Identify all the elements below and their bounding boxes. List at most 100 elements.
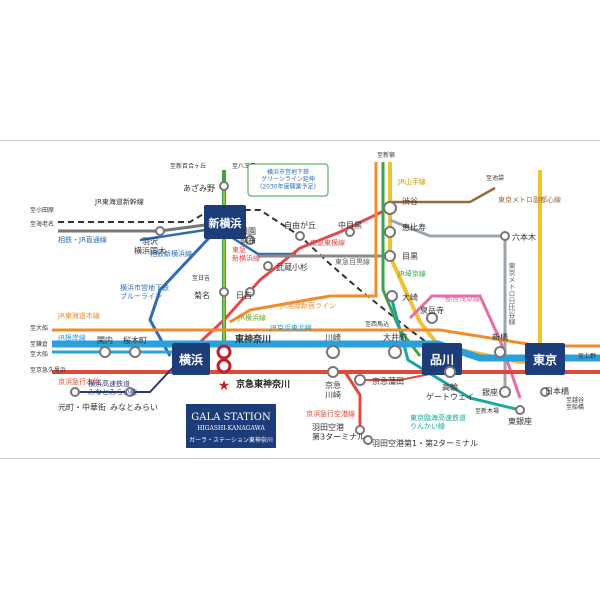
line-label-tokyu-shinyokohama: 東急新横浜線 (232, 245, 260, 262)
dot-nihombashi (540, 387, 550, 397)
label-kikuna: 菊名 (194, 290, 210, 300)
label-motomachi: 元町・中華街 (58, 402, 106, 412)
label-keikyu-kamata: 京急蒲田 (372, 376, 404, 386)
dot-sengakuji (426, 312, 438, 324)
featured-star-icon: ★ (218, 378, 231, 394)
label-haneda-t12: 羽田空港第1・第2ターミナル (372, 438, 478, 448)
line-label-tokaido-shinkansen: JR東海道新幹線 (94, 197, 144, 206)
label-haneda-t3: 羽田空港第3ターミナル (312, 422, 365, 442)
line-label-jr-shonan-shinjuku: JR湘南新宿ライン (279, 301, 336, 310)
line-label-fukutoshin: 東京メトロ副都心線 (498, 195, 561, 204)
dot-kikuna (219, 287, 229, 297)
green-line-note-text: 横浜市営地下鉄グリーンライン延伸(2030年度開業予定) (260, 168, 316, 190)
label-roppongi: 六本木 (512, 232, 536, 242)
label-to-ofuna-a: 至大船 (30, 324, 48, 332)
label-nihombashi: 日本橋 (545, 386, 569, 396)
line-label-jr-negishi: JR根岸線 (57, 333, 86, 342)
line-label-jr-yamanote: JR山手線 (397, 177, 426, 186)
dot-takanawa (444, 366, 456, 378)
dot-kawasaki (326, 345, 340, 359)
label-to-koshigaya: 至越谷至船橋 (566, 396, 584, 411)
label-to-nishimagome: 至西馬込 (365, 320, 389, 328)
label-meguro: 目黒 (402, 252, 418, 261)
label-ginza: 銀座 (482, 387, 498, 397)
dot-jiyugaoka (295, 231, 305, 241)
label-to-ikebukuro: 至池袋 (486, 174, 504, 182)
label-to-shinyurigaoka: 至新百合ヶ丘 (170, 162, 206, 170)
hub-yokohama[interactable]: 横浜 (172, 343, 210, 375)
hub-yokohama-label: 横浜 (179, 352, 203, 367)
featured-brand-en: GALA STATION (191, 412, 271, 423)
label-nakameguro: 中目黒 (338, 220, 362, 230)
hub-shin-yokohama[interactable]: 新横浜 (204, 205, 246, 239)
label-hiyoshi: 日吉 (236, 291, 252, 300)
featured-brand-jp: ガーラ・ステーション東神奈川 (189, 436, 273, 444)
line-label-keikyu-main: 京浜急行本線 (58, 377, 100, 386)
label-sakuragicho: 桜木町 (123, 335, 147, 345)
dot-sakuragicho (129, 346, 141, 358)
label-higashi-kanagawa: 東神奈川 (235, 333, 271, 345)
label-takanawa-gateway: 高輪ゲートウェイ (426, 382, 474, 402)
hub-shin-yokohama-label: 新横浜 (209, 216, 242, 230)
label-featured-station: 京急東神奈川 (236, 378, 290, 390)
line-label-tokyu-toyoko: 東急東横線 (310, 238, 345, 247)
label-ebisu: 恵比寿 (402, 222, 426, 232)
dot-haneda-t3 (355, 425, 365, 435)
line-label-keikyu-airport: 京浜急行空港線 (306, 409, 355, 418)
label-denen-chofu: 田園調布 (240, 227, 256, 246)
line-label-toei-asakusa: 都営浅草線 (445, 294, 480, 303)
line-label-hibiya: 東京メトロ日比谷線 (508, 261, 516, 325)
dot-osaki (386, 290, 398, 302)
dot-shimbashi (494, 346, 506, 358)
hub-shinagawa[interactable]: 品川 (422, 343, 462, 375)
label-higashi-ginza: 東銀座 (508, 416, 532, 426)
hub-tokyo-label: 東京 (533, 352, 557, 367)
label-musashi-kosugi: 武蔵小杉 (276, 262, 308, 272)
label-minatomirai: みなとみらい (110, 403, 158, 412)
dot-hazawa (155, 226, 165, 236)
station-dots (70, 181, 550, 445)
featured-station-marker-bottom[interactable] (216, 358, 232, 374)
minatomirai-line (70, 359, 181, 393)
label-osaki: 大崎 (402, 292, 418, 302)
keikyu-airport-line (343, 371, 362, 430)
dot-ginza (499, 386, 511, 398)
label-kannai: 関内 (97, 335, 113, 345)
line-label-jr-yokohama: JR横浜線 (237, 313, 266, 322)
dot-minatomirai (125, 387, 135, 397)
jr-tokaido-main-line (52, 328, 600, 348)
featured-station-marker-top[interactable] (216, 344, 232, 360)
dot-haneda-t12 (363, 435, 373, 445)
label-azamino: あざみ野 (183, 183, 215, 193)
bottom-divider (0, 458, 600, 459)
dot-higashi-ginza (515, 405, 525, 415)
label-to-hiyoshi: 至日吉 (192, 275, 210, 282)
label-hazawa: 羽沢横浜国大 (134, 237, 166, 256)
label-to-ebina: 至海老名 (30, 220, 54, 228)
label-oimachi: 大井町 (383, 332, 407, 342)
label-to-hachioji: 至八王子 (232, 163, 256, 170)
line-label-jr-keihin-tohoku: JR京浜東北線 (269, 323, 312, 332)
line-label-sotetsu-jr: 相鉄・JR直通線 (58, 235, 107, 244)
label-to-kami-ueno: 至上野 (578, 352, 596, 360)
line-label-tokyu-meguro: 東急目黒線 (335, 257, 370, 266)
line-label-subway-blue: 横浜市営地下鉄ブルーライン (120, 283, 169, 300)
dot-roppongi (500, 231, 510, 241)
label-kawasaki: 川崎 (325, 332, 341, 342)
subway-blue-line (148, 220, 226, 357)
label-shimbashi: 新橋 (492, 332, 508, 342)
dot-hiyoshi (245, 287, 255, 297)
label-to-ofuna-b: 至大船 (30, 350, 48, 358)
hub-shinagawa-label: 品川 (430, 353, 454, 367)
tokyo-metro-fukutoshin-line (390, 186, 496, 204)
line-label-sotetsu-shinyokohama: 相鉄新横浜線 (150, 249, 192, 258)
label-to-kodama: 至小田原 (30, 206, 54, 214)
dot-kannai (99, 346, 111, 358)
hub-tokyo[interactable]: 東京 (525, 343, 565, 375)
jr-shonan-shinjuku-line (229, 162, 378, 324)
label-keikyu-kawasaki: 京急川崎 (325, 380, 341, 400)
label-to-kamakura: 至鎌倉 (30, 340, 48, 348)
label-to-shinkiba: 至新木場 (475, 407, 499, 415)
label-shibuya: 渋谷 (402, 196, 418, 206)
